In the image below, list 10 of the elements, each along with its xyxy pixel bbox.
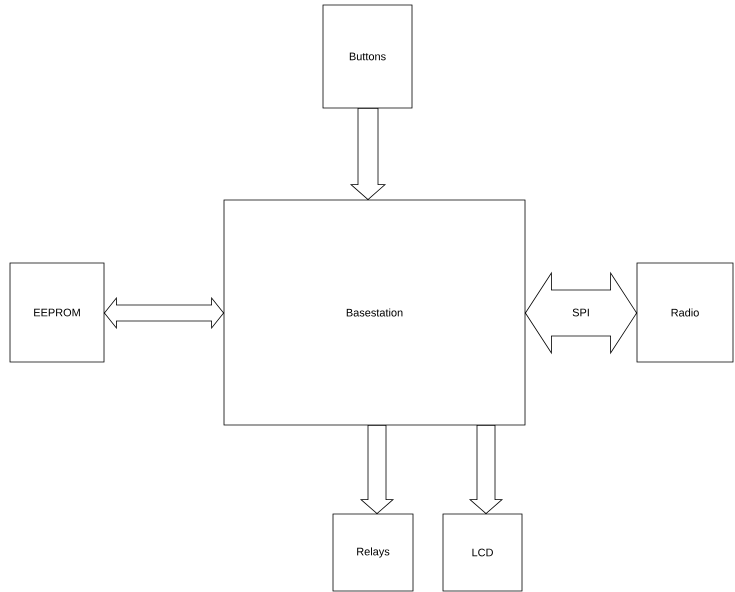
block-box: Basestation bbox=[224, 200, 526, 426]
block-box: Buttons bbox=[322, 4, 412, 108]
block-arrow bbox=[468, 425, 504, 514]
edge-label: SPI bbox=[571, 308, 591, 318]
block-box: EEPROM bbox=[10, 262, 104, 362]
block-box: LCD bbox=[442, 514, 522, 592]
block-arrow bbox=[360, 425, 394, 514]
block-box: Relays bbox=[332, 514, 414, 592]
block-box: Radio bbox=[636, 262, 734, 362]
block-arrow bbox=[350, 108, 386, 200]
